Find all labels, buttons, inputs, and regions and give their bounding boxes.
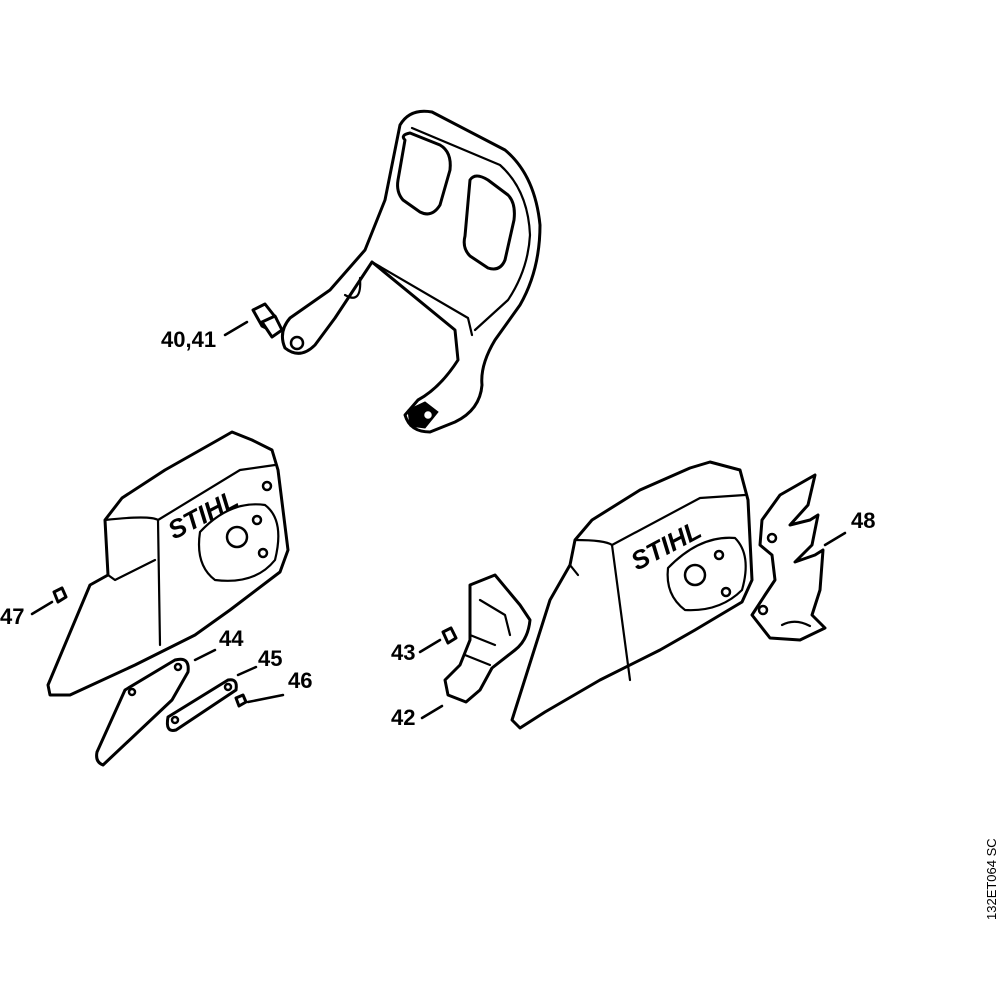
sprocket-cover-left: STIHL bbox=[46, 430, 290, 697]
plate-48 bbox=[750, 473, 827, 642]
leader-48 bbox=[823, 531, 847, 547]
callout-43: 43 bbox=[391, 640, 415, 665]
drawing-reference: 132ET064 SC bbox=[984, 838, 999, 920]
callout-45: 45 bbox=[258, 646, 282, 671]
leader-46 bbox=[246, 693, 285, 704]
leader-lines bbox=[30, 320, 847, 720]
screw-40-41 bbox=[251, 302, 284, 339]
callout-labels: 40,41 47 44 45 46 43 42 48 bbox=[0, 327, 875, 730]
chain-catcher-42 bbox=[443, 573, 532, 704]
callout-47: 47 bbox=[0, 604, 24, 629]
screw-46 bbox=[234, 693, 248, 708]
hand-guard bbox=[280, 109, 542, 434]
callout-46: 46 bbox=[288, 668, 312, 693]
leader-42 bbox=[420, 704, 444, 720]
bar-45 bbox=[165, 678, 238, 732]
sprocket-cover-right: STIHL bbox=[510, 460, 754, 730]
leader-44 bbox=[193, 648, 217, 662]
leader-40-41 bbox=[223, 320, 249, 337]
callout-48: 48 bbox=[851, 508, 875, 533]
leader-45 bbox=[236, 665, 258, 677]
screw-43 bbox=[441, 626, 458, 645]
callout-42: 42 bbox=[391, 705, 415, 730]
leader-43 bbox=[418, 638, 442, 654]
callout-40-41: 40,41 bbox=[161, 327, 216, 352]
callout-44: 44 bbox=[219, 626, 244, 651]
leader-47 bbox=[30, 600, 54, 616]
plate-44 bbox=[95, 657, 190, 767]
screw-47 bbox=[52, 586, 68, 604]
